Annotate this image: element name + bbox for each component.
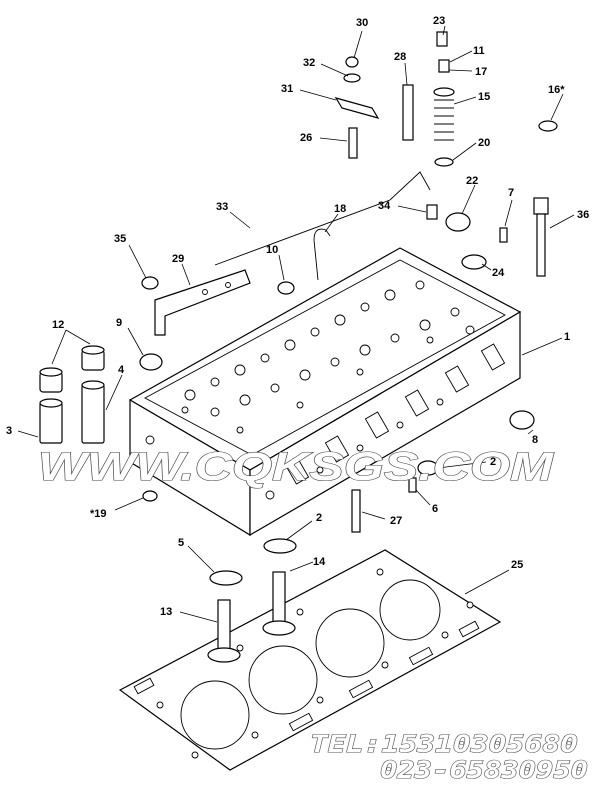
callout-1: 1 <box>564 331 570 343</box>
callout-10: 10 <box>266 244 278 256</box>
callout-12: 12 <box>52 319 64 331</box>
callout-11: 11 <box>473 45 485 57</box>
callout-labels: 30 23 11 32 17 28 31 15 16* 26 20 22 7 3… <box>6 15 589 618</box>
callout-28: 28 <box>394 51 406 63</box>
callout-3: 3 <box>6 425 12 437</box>
top-components <box>141 31 558 533</box>
callout-2-right: 2 <box>490 456 496 468</box>
callout-20: 20 <box>478 137 490 149</box>
callout-27: 27 <box>390 515 402 527</box>
head-top-holes <box>181 280 475 434</box>
callout-14: 14 <box>313 556 326 568</box>
callout-34: 34 <box>378 200 391 212</box>
head-side-ports <box>145 343 506 500</box>
callout-6: 6 <box>432 503 438 515</box>
watermark-phone: 023-65830950 <box>380 756 588 784</box>
callout-24: 24 <box>492 267 505 279</box>
callout-5: 5 <box>178 537 184 549</box>
callout-25: 25 <box>511 559 523 571</box>
callout-23: 23 <box>433 15 445 27</box>
callout-26: 26 <box>300 132 312 144</box>
callout-2-bottom: 2 <box>316 512 322 524</box>
callout-32: 32 <box>303 57 315 69</box>
callout-31: 31 <box>281 83 293 95</box>
callout-7: 7 <box>508 187 514 199</box>
leader-lines <box>17 25 575 623</box>
watermark-tel: TEL:15310305680 <box>310 730 578 758</box>
expansion-plugs-left <box>39 345 163 444</box>
watermark: WWW.CQKSGS.COM TEL:15310305680 023-65830… <box>37 444 588 784</box>
callout-29: 29 <box>172 253 184 265</box>
callout-4: 4 <box>118 364 125 376</box>
callout-9: 9 <box>116 317 122 329</box>
callout-36: 36 <box>577 209 589 221</box>
watermark-site: WWW.CQKSGS.COM <box>38 445 555 489</box>
callout-8: 8 <box>532 434 538 446</box>
callout-15: 15 <box>478 91 490 103</box>
callout-16: 16* <box>548 84 565 96</box>
cylinder-head-block <box>128 247 522 537</box>
callout-30: 30 <box>356 17 368 29</box>
callout-19: *19 <box>90 508 107 520</box>
valves <box>207 538 297 663</box>
callout-17: 17 <box>475 66 487 78</box>
callout-13: 13 <box>160 606 172 618</box>
callout-18: 18 <box>334 203 346 215</box>
callout-33: 33 <box>216 201 228 213</box>
head-gasket <box>118 549 502 771</box>
callout-35: 35 <box>114 233 126 245</box>
callout-22: 22 <box>466 175 478 187</box>
